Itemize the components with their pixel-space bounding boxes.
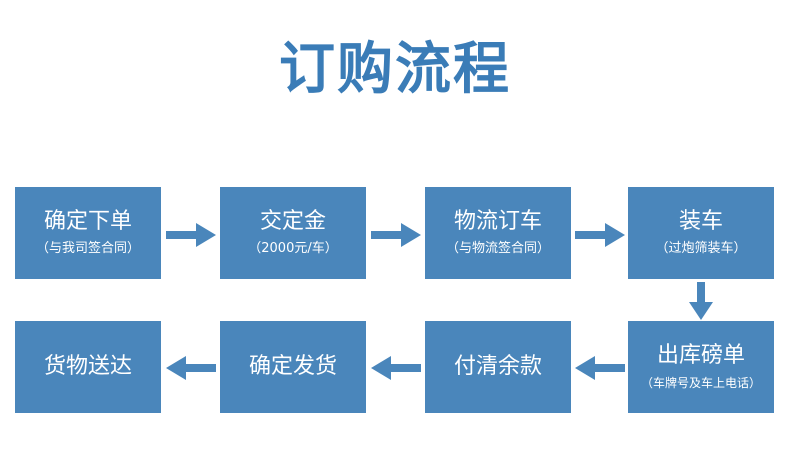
- step-goods-delivered: 货物送达: [15, 321, 161, 413]
- step-label: 确定发货: [248, 354, 337, 379]
- step-book-logistics: 物流订车 （与物流签合同）: [425, 187, 571, 279]
- arrow-down-icon: [688, 282, 714, 320]
- arrow-right-icon: [575, 222, 625, 248]
- arrow-left-icon: [371, 355, 421, 381]
- arrow-right-icon: [371, 222, 421, 248]
- step-label: 交定金: [259, 209, 326, 234]
- step-label: 出库磅单: [656, 343, 745, 368]
- page-title: 订购流程: [279, 37, 511, 102]
- step-label: 装车: [678, 209, 723, 234]
- step-label: 付清余款: [453, 354, 542, 379]
- arrow-left-icon: [166, 355, 216, 381]
- step-pay-balance: 付清余款: [425, 321, 571, 413]
- step-confirm-order: 确定下单 （与我司签合同）: [15, 187, 161, 279]
- arrow-right-icon: [166, 222, 216, 248]
- step-label: 确定下单: [43, 209, 132, 234]
- step-note: （与我司签合同）: [35, 241, 140, 256]
- step-note: （车牌号及车上电话）: [640, 376, 761, 390]
- step-loading: 装车 （过炮筛装车）: [628, 187, 774, 279]
- step-note: （与物流签合同）: [445, 241, 550, 256]
- step-confirm-shipment: 确定发货: [220, 321, 366, 413]
- arrow-left-icon: [575, 355, 625, 381]
- step-label: 货物送达: [43, 354, 132, 379]
- step-weighbridge-ticket: 出库磅单 （车牌号及车上电话）: [628, 321, 774, 413]
- step-note: （2000元/车）: [248, 241, 338, 256]
- step-note: （过炮筛装车）: [655, 241, 747, 256]
- step-label: 物流订车: [453, 209, 542, 234]
- step-pay-deposit: 交定金 （2000元/车）: [220, 187, 366, 279]
